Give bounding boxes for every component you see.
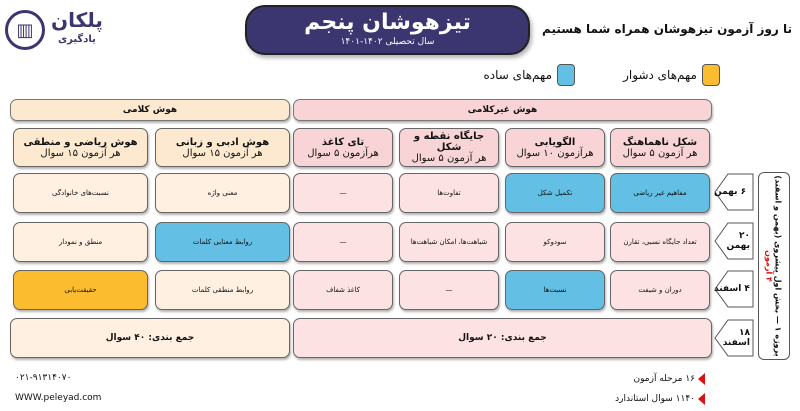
legend-hard-label: مهم‌های دشوار [623,68,697,82]
exam-date: ۶ بهمن [714,187,747,197]
date-arrow-shape [714,222,754,260]
questions-item: ۱۱۴۰ سوال استاندارد [615,393,705,405]
column-subtitle: هرآزمون ۵ سوال [307,147,379,159]
topic-cell: — [293,222,393,262]
exam-date-tab: ۴ اسفند [714,270,754,308]
academic-year: سال تحصیلی ۱۴۰۲-۱۴۰۱ [340,37,435,47]
project-label: پروژه ۱ — بخش اول پیشروی (بهمن و اسفند) [774,175,783,357]
topic-cell: دوران و شیفت [610,270,710,310]
tagline: تا روز آزمون تیزهوشان همراه شما هستیم [542,22,792,36]
books-icon: ▥ [5,10,45,50]
page-title: تیزهوشان پنجم [304,10,471,35]
page-title-banner: تیزهوشان پنجم سال تحصیلی ۱۴۰۲-۱۴۰۱ [245,5,530,55]
date-arrow-shape [714,270,754,308]
logo-name: پلکان [51,8,103,32]
category-nonverbal: هوش غیرکلامی [293,99,712,121]
column-title: هوش ریاضی و منطقی [23,136,138,148]
phone-number: ۰۲۱-۹۱۳۱۴۰۷۰ [15,373,72,383]
legend-easy-label: مهم‌های ساده [483,68,552,82]
summary-nonverbal: جمع بندی: ۲۰ سوال [293,318,712,358]
column-title: شکل ناهماهنگ [622,136,698,148]
column-subtitle: هر آزمون ۱۵ سوال [182,147,263,159]
peleyad-logo: ▥ پلکان یادگیری [5,8,125,52]
date-arrow-shape [714,173,754,211]
exam-date: ۱۸ اسفند [722,328,750,348]
topic-cell: تفاوت‌ها [399,173,499,213]
summary-verbal: جمع بندی: ۴۰ سوال [10,318,290,358]
red-arrow-icon [698,373,705,385]
topic-cell: نسبت‌ها [505,270,605,310]
questions-text: ۱۱۴۰ سوال استاندارد [615,394,695,404]
topic-cell: معنی واژه [155,173,290,213]
topic-cell: سودوکو [505,222,605,262]
topic-cell: حقیقت‌یابی [13,270,148,310]
column-title: تای کاغذ [321,136,365,148]
topic-cell: روابط منطقی کلمات [155,270,290,310]
exam-date-tab: ۱۸ اسفند [714,319,754,357]
column-subtitle: هر آزمون ۵ سوال [622,147,698,159]
topic-cell: تکمیل شکل [505,173,605,213]
stages-item: ۱۶ مرحله آزمون [634,373,705,385]
topic-cell: مفاهیم غیر ریاضی [610,173,710,213]
column-title: هوش ادبی و زبانی [175,136,270,148]
topic-cell: — [293,173,393,213]
easy-swatch [557,64,575,86]
topic-cell: کاغذ شفاف [293,270,393,310]
date-arrow-shape [714,319,754,357]
column-subtitle: هر آزمون ۵ سوال [411,153,487,164]
hard-swatch [702,64,720,86]
topic-cell: تعداد جایگاه نسبی، تقارن [610,222,710,262]
topic-cell: روابط معنایی کلمات [155,222,290,262]
legend-hard: مهم‌های دشوار [623,64,720,86]
column-title: الگویابی [534,136,576,148]
logo-sub: یادگیری [57,34,96,45]
website[interactable]: WWW.peleyad.com [15,393,102,403]
topic-cell: — [399,270,499,310]
exam-date-tab: ۲۰ بهمن [714,222,754,260]
category-verbal: هوش کلامی [10,99,290,121]
project-side-label: پروژه ۱ — بخش اول پیشروی (بهمن و اسفند)۴… [758,172,790,360]
exam-date: ۴ اسفند [714,284,750,294]
column-title: جایگاه نقطه و شکل [413,131,485,153]
topic-cell: نسبت‌های خانوادگی [13,173,148,213]
exam-date: ۲۰ بهمن [726,231,750,251]
topic-cell: منطق و نمودار [13,222,148,262]
legend-easy: مهم‌های ساده [484,64,575,86]
column-subtitle: هرآزمون ۱۰ سوال [516,147,594,159]
topic-cell: شباهت‌ها، امکان شباهت‌ها [399,222,499,262]
red-arrow-icon [698,393,705,405]
exam-date-tab: ۶ بهمن [714,173,754,211]
stages-text: ۱۶ مرحله آزمون [633,374,695,384]
column-subtitle: هر آزمون ۱۵ سوال [40,147,121,159]
exam-count: ۴ آزمون [765,250,774,282]
